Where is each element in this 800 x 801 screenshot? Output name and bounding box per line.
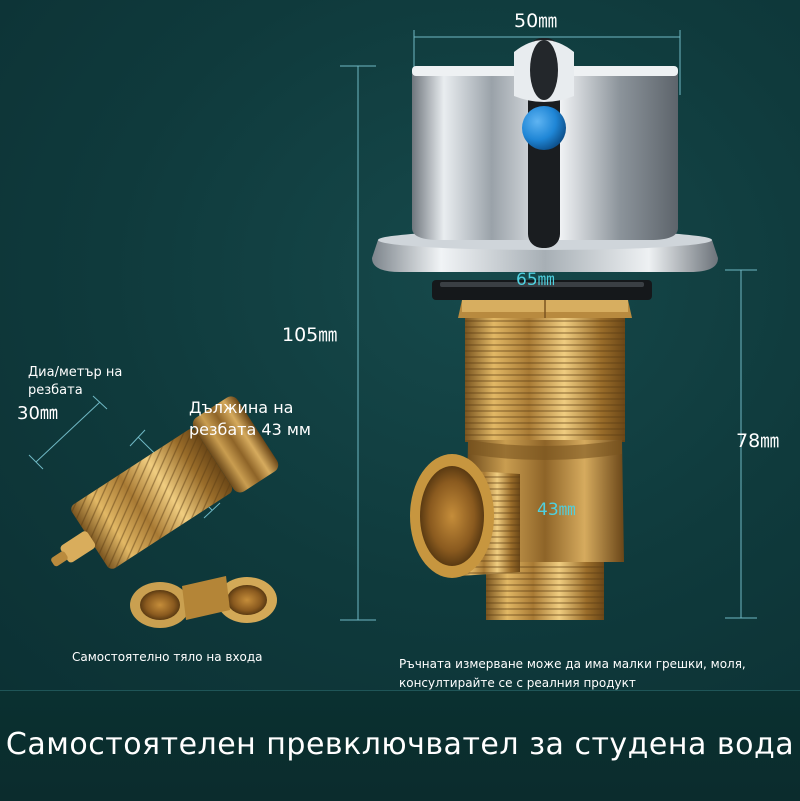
dimension-outlet-width: 43㎜ — [537, 500, 576, 520]
thread-diameter-label: Диа/метър на резбата — [28, 365, 123, 398]
banner-title: Самостоятелен превключвател за студена в… — [5, 727, 795, 762]
thread-length-label: Дължина на резбата 43 мм — [189, 398, 311, 439]
main-valve — [372, 38, 718, 620]
cold-indicator-icon — [522, 106, 566, 150]
inlet-body-caption: Самостоятелно тяло на входа — [72, 650, 263, 664]
measurement-note: Ръчната измерване може да има малки греш… — [399, 657, 746, 690]
dimension-thread-diameter: 30㎜ — [17, 403, 58, 424]
title-banner: Самостоятелен превключвател за студена в… — [0, 690, 800, 801]
dimension-top-width: 50㎜ — [514, 10, 558, 32]
dimension-total-height: 105㎜ — [282, 324, 338, 346]
dimension-thread-height: 78㎜ — [736, 430, 780, 452]
inlet-body-illustration — [51, 396, 279, 628]
product-image-area: 50㎜ 65㎜ 105㎜ 78㎜ 43㎜ 30㎜ Диа/метър на ре… — [0, 0, 800, 690]
product-illustration — [28, 30, 757, 628]
dimension-flange-width: 65㎜ — [516, 270, 555, 290]
